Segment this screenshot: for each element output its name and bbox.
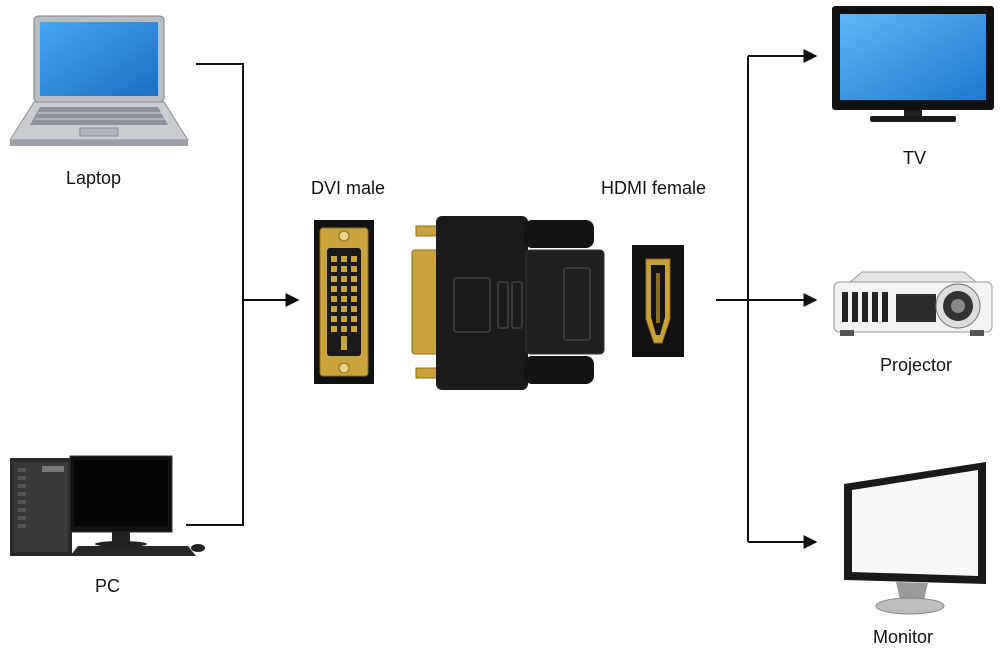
tv-label: TV <box>903 148 927 168</box>
monitor-icon <box>844 462 986 615</box>
laptop-label: Laptop <box>66 168 122 188</box>
projector-label: Projector <box>880 355 953 375</box>
laptop-icon <box>9 15 189 146</box>
dvi-male-port-icon <box>314 220 374 384</box>
projector-icon <box>833 271 993 336</box>
desktop-pc-icon <box>10 455 205 556</box>
hdmi-label: HDMI female <box>601 178 707 198</box>
tv-icon <box>832 6 994 122</box>
monitor-label: Monitor <box>873 627 934 647</box>
dvi-label: DVI male <box>311 178 386 198</box>
dvi-hdmi-adapter-icon <box>411 216 605 390</box>
pc-label: PC <box>95 576 121 596</box>
hdmi-female-port-icon <box>632 245 684 357</box>
laptop-line <box>186 63 244 526</box>
